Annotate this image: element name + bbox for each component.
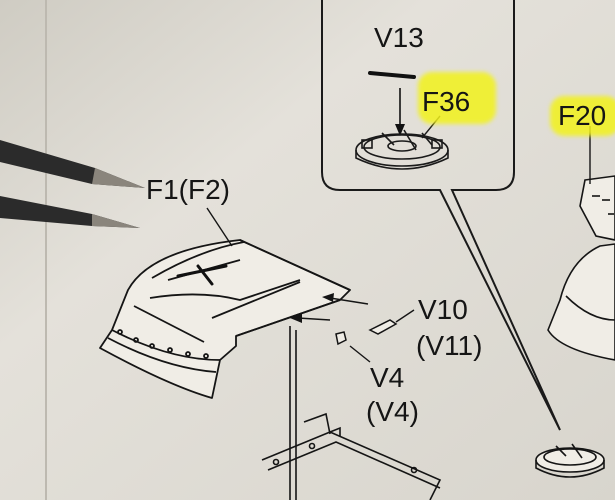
v10-part	[368, 319, 398, 335]
v11-label: (V11)	[416, 330, 483, 361]
v10-label: V10	[418, 294, 468, 325]
f36-label: F36	[422, 86, 471, 117]
frame-part	[261, 326, 442, 500]
v4-arrow	[297, 317, 331, 321]
v4-leader	[349, 345, 371, 363]
f36-highlight	[418, 72, 496, 124]
v10-arrow	[329, 297, 369, 305]
callout-bubble	[321, 0, 561, 431]
f36-bottom-part	[535, 443, 605, 478]
f1-f2-label: F1(F2)	[146, 174, 230, 205]
f20-label: F20	[558, 100, 607, 131]
f20-part	[547, 175, 615, 361]
v13-arrowhead	[395, 124, 405, 136]
v10-arrowhead	[322, 293, 334, 302]
v13-part	[368, 71, 416, 79]
v4-part	[335, 331, 347, 346]
tweezers	[0, 140, 145, 228]
x-mark	[176, 264, 228, 286]
v4-arrowhead	[290, 313, 302, 323]
f1-leader	[206, 207, 233, 247]
v13-label: V13	[374, 22, 424, 53]
f1-part	[99, 239, 351, 399]
f20-highlight	[550, 96, 615, 136]
v4-label: V4	[370, 362, 405, 393]
v10-leader	[395, 309, 415, 323]
f36-part	[355, 129, 449, 170]
v4-paren-label: (V4)	[366, 396, 419, 427]
